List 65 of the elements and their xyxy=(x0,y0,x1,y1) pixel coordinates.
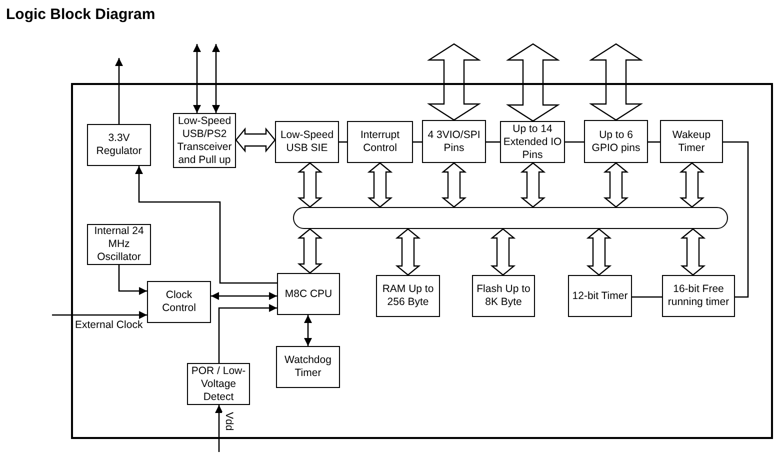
block-label: Interrupt Control xyxy=(359,129,401,155)
block-label: 4 3VIO/SPI Pins xyxy=(426,128,482,154)
block-arrow xyxy=(367,162,393,208)
block-label: Up to 6 GPIO pins xyxy=(590,128,642,154)
connector-line xyxy=(486,141,500,143)
block-label: Wakeup Timer xyxy=(671,128,712,154)
block-box xyxy=(347,121,413,163)
block-box xyxy=(422,120,486,163)
arrow xyxy=(218,304,277,363)
block-arrow xyxy=(680,228,706,276)
block-label: Watchdog Timer xyxy=(284,354,332,380)
block-label: Up to 14 Extended IO Pins xyxy=(502,122,563,162)
connector-line xyxy=(565,141,584,143)
arrow xyxy=(193,44,201,113)
block-box xyxy=(276,346,340,388)
block-label: Internal 24 MHz Oscillator xyxy=(93,225,145,264)
block-label: Clock Control xyxy=(161,289,197,315)
block-label: 16-bit Free running timer xyxy=(666,283,730,309)
block-box xyxy=(584,120,648,163)
block-arrow xyxy=(588,43,644,121)
block-label: Low-Speed USB/PS2 Transceiver and Pull up xyxy=(176,114,233,166)
block-arrow xyxy=(235,127,276,153)
block-label: POR / Low-Voltage Detect xyxy=(190,364,247,404)
block-arrow xyxy=(395,228,421,276)
connector-line xyxy=(723,141,749,298)
block-arrow xyxy=(426,43,482,121)
block-box xyxy=(87,124,151,166)
block-label: Flash Up to 8K Byte xyxy=(476,283,532,309)
connector-line xyxy=(632,296,662,298)
block-arrow xyxy=(506,43,560,122)
block-arrow xyxy=(520,162,546,208)
block-arrow xyxy=(586,228,612,276)
block-box xyxy=(277,273,340,315)
block-label: 3.3V Regulator xyxy=(95,132,143,158)
arrow xyxy=(52,311,147,319)
arrow xyxy=(211,292,277,300)
block-box xyxy=(376,275,440,317)
diagram-title: Logic Block Diagram xyxy=(6,5,156,25)
arrow xyxy=(215,405,223,452)
block-arrow xyxy=(603,162,629,208)
block-box xyxy=(472,275,535,317)
block-label: RAM Up to 256 Byte xyxy=(381,283,435,309)
block-arrow xyxy=(441,162,467,208)
bus-bar xyxy=(293,207,728,229)
arrow xyxy=(212,44,220,113)
block-arrow xyxy=(679,162,705,208)
chip-outline xyxy=(71,83,773,439)
block-label: M8C CPU xyxy=(284,288,334,300)
block-box xyxy=(147,281,211,323)
block-label: Low-Speed USB SIE xyxy=(279,129,335,155)
block-box xyxy=(87,224,151,265)
block-label: 12-bit Timer xyxy=(571,290,629,302)
arrow xyxy=(135,166,277,284)
edge-label: Vdd xyxy=(222,412,235,431)
block-box xyxy=(568,275,632,317)
block-arrow xyxy=(490,228,516,276)
block-box xyxy=(660,120,723,163)
arrow xyxy=(115,58,123,124)
block-box xyxy=(662,275,735,317)
connector-line xyxy=(648,141,660,143)
block-arrow xyxy=(297,162,323,208)
arrow xyxy=(118,265,147,295)
block-arrow xyxy=(297,228,323,274)
arrow xyxy=(304,315,312,346)
block-box xyxy=(275,121,339,163)
